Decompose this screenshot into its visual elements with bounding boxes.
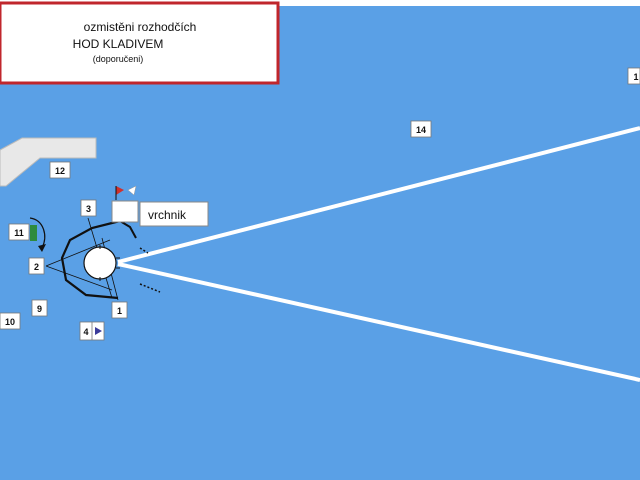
- marker-3-label: 3: [86, 204, 91, 214]
- marker-edge-label: 1: [633, 72, 638, 82]
- cage-gate-dash-lower: [139, 283, 161, 293]
- marker-1: 1: [111, 301, 128, 319]
- throwing-circle: [83, 246, 117, 280]
- sight-line-2b: [45, 265, 113, 291]
- marker-1-label: 1: [117, 306, 122, 316]
- title-line-2: HOD KLADIVEM: [73, 37, 164, 51]
- title-box: [0, 1, 280, 85]
- vrchnik-label-box: [139, 201, 209, 227]
- marker-10-label: 10: [5, 317, 15, 327]
- cage-outline: [60, 219, 121, 300]
- field-background: [0, 6, 640, 480]
- cage-gate-upper: [119, 220, 137, 239]
- red-flag-icon: [116, 186, 124, 195]
- vrchnik-marker: [111, 200, 139, 223]
- marker-11-label: 11: [14, 228, 24, 238]
- green-marker: [30, 225, 37, 241]
- title-line-1: ozmistěni rozhodčích: [84, 20, 197, 34]
- marker-10: 10: [0, 312, 21, 330]
- sight-line-2a: [45, 239, 111, 267]
- arc-arrow-icon: [38, 244, 46, 252]
- marker-4-label: 4: [83, 327, 88, 337]
- marker-14: 14: [410, 120, 432, 138]
- marker-2: 2: [28, 257, 45, 275]
- marker-11: 11: [8, 223, 30, 241]
- marker-12-label: 12: [55, 166, 65, 176]
- marker-12: 12: [49, 161, 71, 179]
- title-line-3: (doporučeni): [93, 54, 144, 64]
- marker-3: 3: [80, 199, 97, 217]
- sector-line-lower: [117, 262, 640, 382]
- marker-4-arrow-icon: [95, 327, 102, 335]
- vrchnik-label: vrchnik: [148, 208, 187, 222]
- sector-line-upper: [117, 126, 640, 264]
- marker-4: 4: [79, 321, 105, 341]
- marker-edge: 1: [627, 67, 640, 85]
- official-platform: [0, 137, 97, 187]
- marker-9-label: 9: [37, 304, 42, 314]
- cage-gate-dash-upper: [139, 247, 149, 254]
- white-flag-icon: [127, 185, 137, 196]
- marker-14-label: 14: [416, 125, 426, 135]
- marker-9: 9: [31, 299, 48, 317]
- marker-2-label: 2: [34, 262, 39, 272]
